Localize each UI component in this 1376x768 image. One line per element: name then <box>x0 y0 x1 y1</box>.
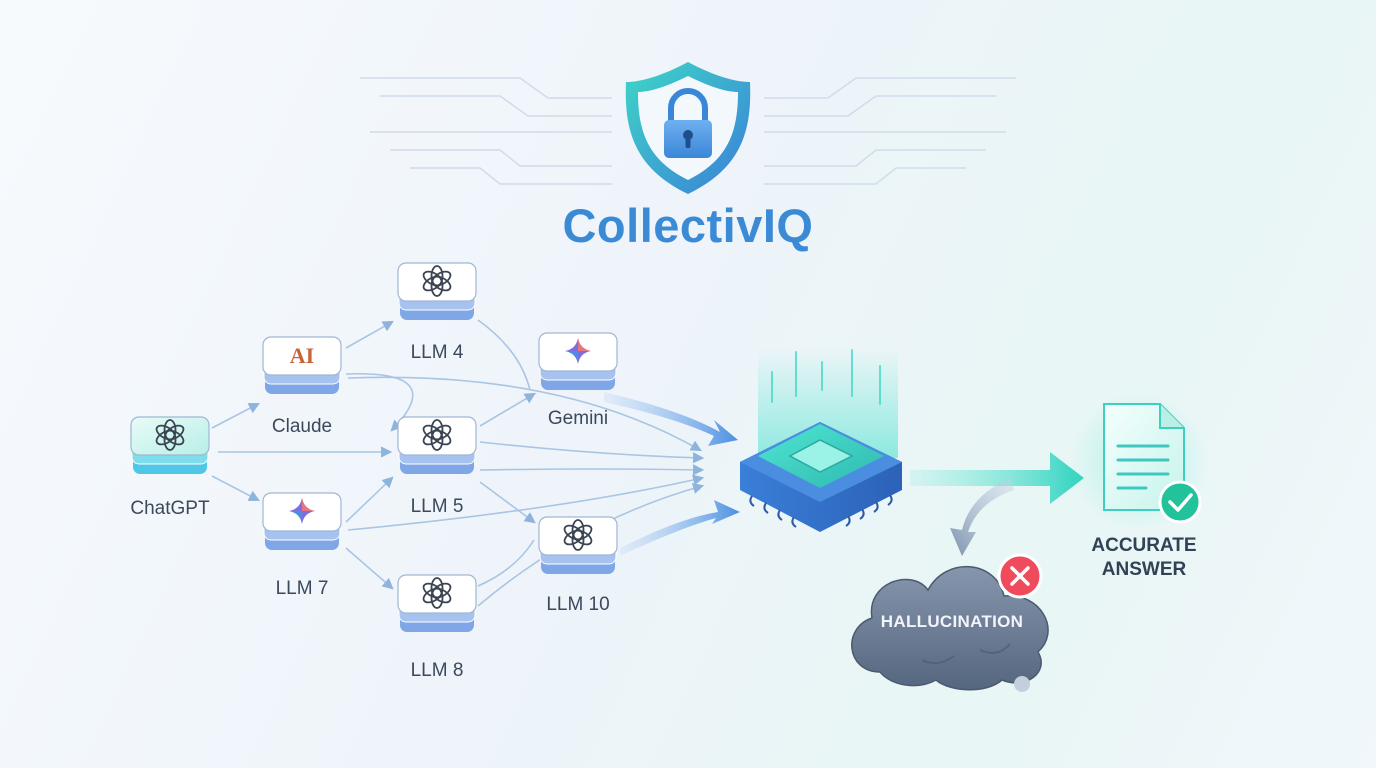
node-label-claude: Claude <box>271 416 333 437</box>
accurate-output-arrow <box>910 452 1084 504</box>
node-top-layer <box>130 416 210 456</box>
node-top-layer <box>397 262 477 302</box>
accurate-answer-label: ACCURATE ANSWER <box>1064 534 1224 582</box>
node-top-layer <box>397 416 477 456</box>
node-top-layer <box>538 516 618 556</box>
node-llm8 <box>397 574 477 632</box>
accurate-answer-line: ANSWER <box>1101 559 1187 580</box>
accurate-answer-line: ACCURATE <box>1091 535 1197 556</box>
gemini-to-processor-arrow <box>604 392 738 446</box>
shield-lock-icon <box>625 62 751 194</box>
node-llm10 <box>538 516 618 574</box>
node-label-llm4: LLM 4 <box>410 342 464 363</box>
node-top-layer <box>397 574 477 614</box>
openai-icon <box>422 265 452 297</box>
llm10-to-processor-arrow <box>620 500 740 556</box>
node-label-gemini: Gemini <box>547 408 609 429</box>
processor-chip <box>738 348 902 532</box>
openai-icon <box>563 519 593 551</box>
reject-x-icon <box>997 553 1043 599</box>
node-label-chatgpt: ChatGPT <box>130 498 210 519</box>
svg-text:AI: AI <box>290 343 314 368</box>
node-gemini <box>538 332 618 390</box>
node-llm4 <box>397 262 477 320</box>
node-label-llm7: LLM 7 <box>275 578 329 599</box>
node-top-layer <box>262 336 342 376</box>
hallucination-output-arrow <box>950 478 1014 556</box>
node-label-llm5: LLM 5 <box>410 496 464 517</box>
node-llm5 <box>397 416 477 474</box>
node-chatgpt <box>130 416 210 474</box>
brand-title: CollectivIQ <box>562 199 814 252</box>
gemini-sparkle-icon <box>289 498 315 524</box>
node-claude: AI <box>262 336 342 394</box>
node-label-llm8: LLM 8 <box>410 660 464 681</box>
anthropic-icon: AI <box>290 343 314 368</box>
openai-icon <box>422 419 452 451</box>
openai-icon <box>422 577 452 609</box>
circuit-lines <box>360 77 1016 185</box>
node-llm7 <box>262 492 342 550</box>
node-label-llm10: LLM 10 <box>546 594 610 615</box>
gemini-sparkle-icon <box>565 338 591 364</box>
openai-icon <box>155 419 185 451</box>
hallucination-label: HALLUCINATION <box>880 612 1024 631</box>
hallucination-cloud-icon <box>851 566 1049 692</box>
checkmark-icon <box>1158 480 1202 524</box>
